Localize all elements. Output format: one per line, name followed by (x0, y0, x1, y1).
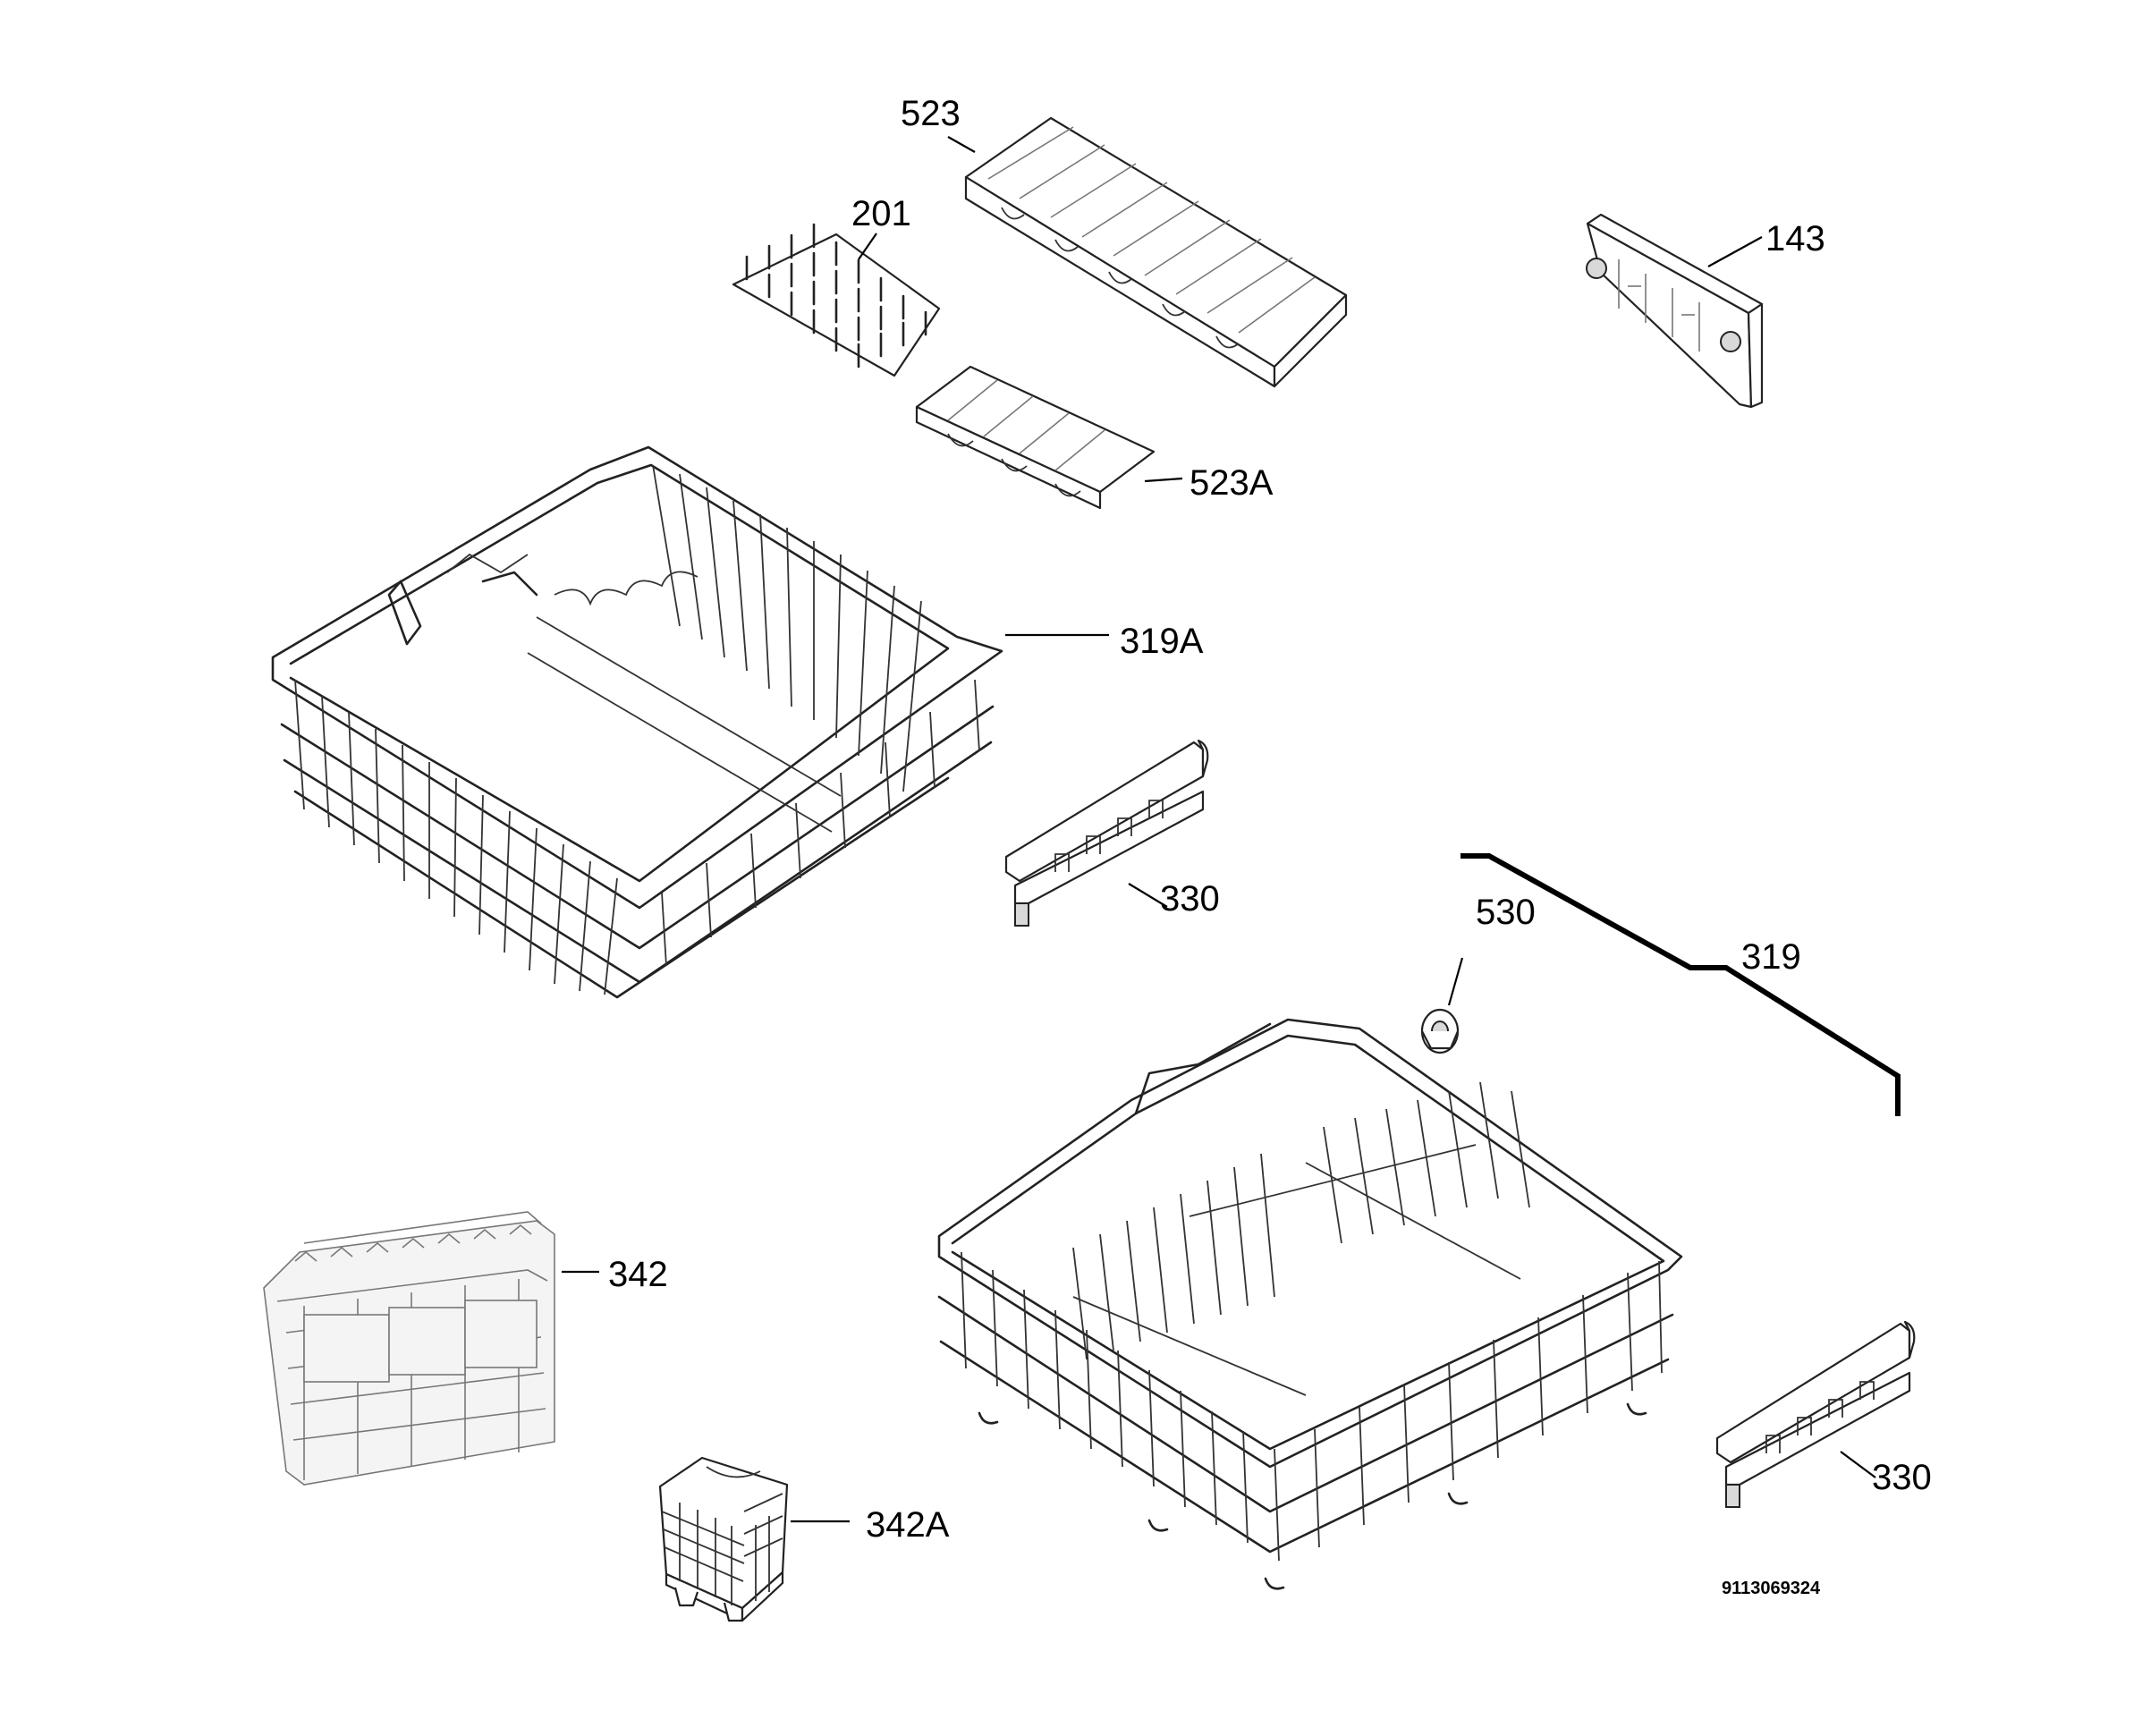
part-201-spike-insert (732, 223, 941, 377)
label-342a: 342A (866, 1505, 950, 1545)
label-319a: 319A (1120, 622, 1204, 661)
label-330-bottom: 330 (1872, 1458, 1932, 1497)
part-319a-upper-basket (271, 445, 1003, 999)
part-530-wheel (1420, 1008, 1460, 1054)
label-342: 342 (608, 1255, 668, 1294)
label-143: 143 (1765, 219, 1825, 258)
label-201: 201 (851, 194, 911, 233)
label-523: 523 (901, 94, 961, 133)
label-330-top: 330 (1160, 879, 1220, 919)
part-330-top-rail-cover (1004, 739, 1209, 927)
part-319-group-bracket (1460, 853, 1901, 1116)
part-523-tine-rail (964, 116, 1348, 388)
label-523a: 523A (1190, 463, 1274, 503)
part-523a-tine-rail (915, 365, 1156, 510)
label-530: 530 (1476, 893, 1536, 932)
part-319-lower-basket (937, 1018, 1683, 1590)
part-342-cutlery-basket (263, 1211, 555, 1486)
part-330-bottom-rail-cover (1715, 1320, 1916, 1508)
leader-lines (562, 136, 1876, 1523)
part-342a-small-basket (658, 1456, 789, 1622)
label-319: 319 (1741, 937, 1801, 977)
drawing-number: 9113069324 (1722, 1579, 1821, 1598)
part-143-bracket (1586, 213, 1764, 409)
